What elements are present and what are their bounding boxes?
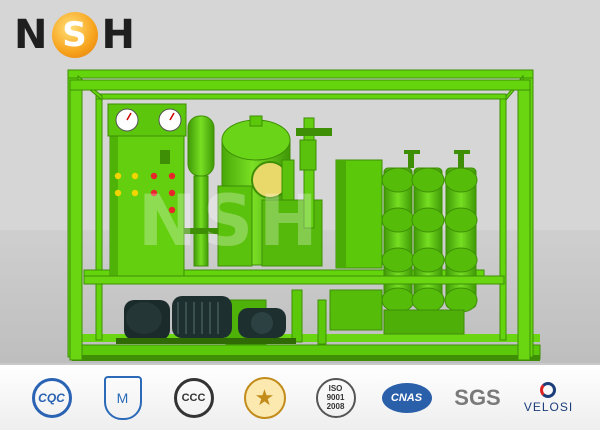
shield-badge-text: M: [103, 375, 142, 420]
logo-sun-icon: S: [52, 12, 99, 58]
sgs-badge-text: SGS: [454, 384, 501, 410]
star-badge-glyph: ★: [243, 376, 286, 419]
logo-letter-h: H: [101, 12, 137, 58]
velosi-icon: VELOSI: [523, 375, 575, 421]
cqc-icon: CQC: [26, 375, 78, 421]
brand-logo: N S H: [14, 8, 137, 62]
sgs-icon: SGS: [452, 375, 504, 421]
ccc-badge-text: CCC: [173, 377, 214, 418]
certification-bar: CQC M CCC ★ ISO 9001 2008 CNAS SGS VELOS…: [0, 363, 600, 430]
iso-badge-subtext: 9001 2008: [326, 393, 345, 411]
cnas-badge-text: CNAS: [381, 382, 432, 413]
cnas-icon: CNAS: [381, 375, 433, 421]
velosi-ring-icon: [540, 381, 557, 398]
velosi-badge-text: VELOSI: [523, 399, 574, 414]
cqc-badge-text: CQC: [31, 377, 72, 418]
iso-badge: ISO 9001 2008: [315, 377, 356, 418]
logo-letter-n: N: [14, 12, 50, 58]
ccc-icon: CCC: [168, 375, 220, 421]
star-badge-icon: ★: [239, 375, 291, 421]
shield-icon: M: [97, 375, 149, 421]
iso-badge-text: ISO: [328, 384, 343, 393]
velosi-badge: VELOSI: [523, 381, 574, 414]
iso-icon: ISO 9001 2008: [310, 375, 362, 421]
watermark: NSH: [138, 180, 324, 262]
